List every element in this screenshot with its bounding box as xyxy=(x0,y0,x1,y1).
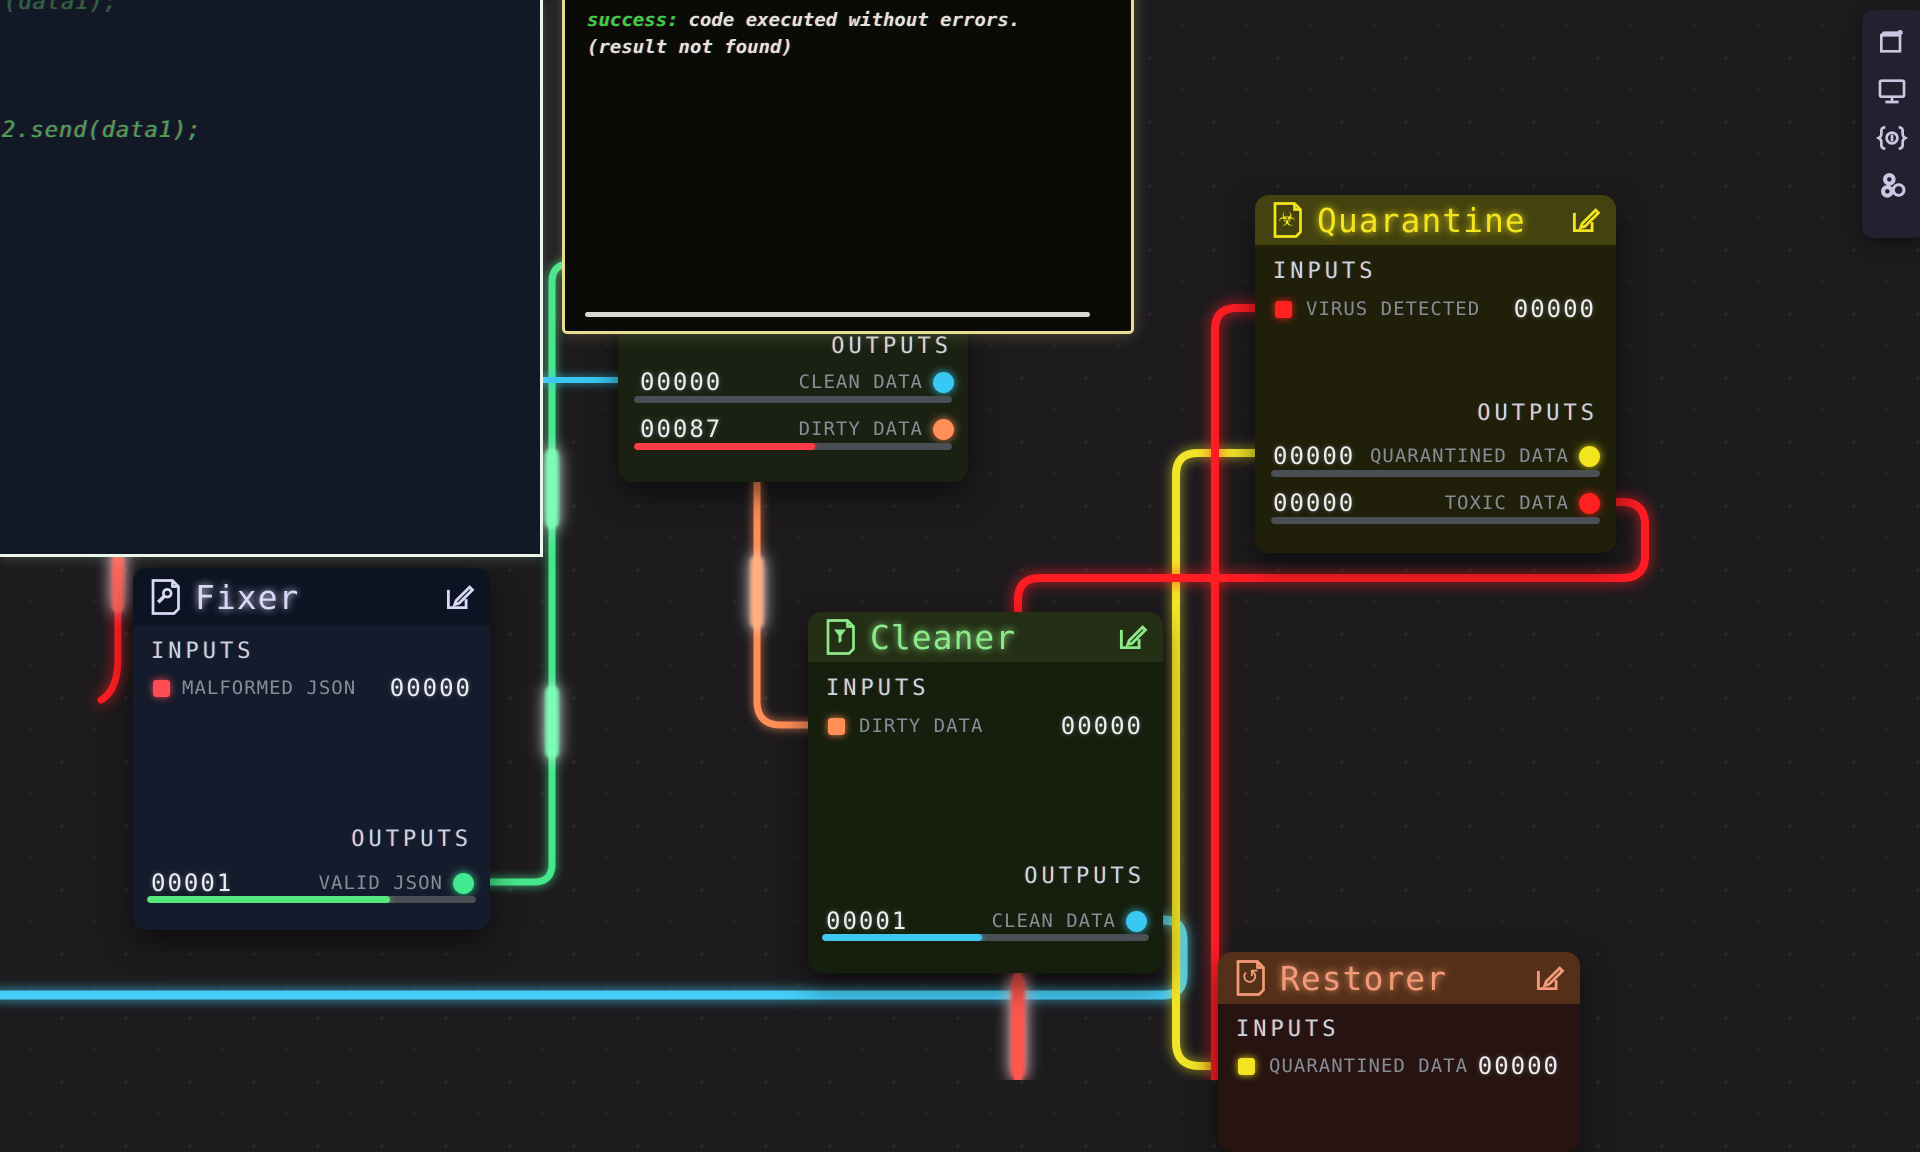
output-port-toxic-data[interactable] xyxy=(1579,492,1600,514)
progress-bar xyxy=(634,396,952,403)
console-scrollbar[interactable] xyxy=(585,312,1090,317)
console-window: success: code executed without errors. (r… xyxy=(562,0,1134,334)
outputs-section-label: OUTPUTS xyxy=(1024,864,1145,889)
code-editor-panel[interactable]: (data1); 2.send(data1); xyxy=(0,0,543,557)
outputs-section-label: OUTPUTS xyxy=(1477,401,1598,426)
node-fixer[interactable]: Fixer INPUTS MALFORMED JSON 00000 OUTPUT… xyxy=(133,568,490,930)
code-line: 2.send(data1); xyxy=(2,118,202,143)
output-port-dirty-data[interactable] xyxy=(933,418,954,440)
inputs-section-label: INPUTS xyxy=(151,639,255,664)
wire-malformed-json xyxy=(97,547,122,704)
monitor-icon[interactable] xyxy=(1876,74,1908,106)
output-value: 00000 xyxy=(1273,442,1356,470)
console-output: success: code executed without errors. (r… xyxy=(587,7,1020,61)
output-port-clean-data[interactable] xyxy=(1126,910,1147,932)
output-row-dirty-data: 00087 DIRTY DATA xyxy=(640,415,954,443)
node-title: Fixer xyxy=(195,577,300,617)
inputs-section-label: INPUTS xyxy=(1236,1017,1340,1042)
node-quarantine-header[interactable]: ☣ Quarantine xyxy=(1255,195,1616,245)
input-label: MALFORMED JSON xyxy=(182,677,357,699)
input-port-dirty-data[interactable] xyxy=(828,717,845,735)
output-value: 00001 xyxy=(151,869,234,897)
node-title: Cleaner xyxy=(870,617,1017,657)
edit-node-button[interactable] xyxy=(442,580,476,614)
input-value: 00000 xyxy=(1513,295,1596,323)
input-row-dirty-data: DIRTY DATA 00000 xyxy=(828,712,1143,740)
input-port-virus-detected[interactable] xyxy=(1275,300,1292,318)
node-title: Restorer xyxy=(1280,958,1447,998)
output-port-quarantined-data[interactable] xyxy=(1579,445,1600,467)
input-value: 00000 xyxy=(1477,1052,1560,1080)
new-window-icon[interactable] xyxy=(1876,26,1908,58)
restore-document-icon: ↺ xyxy=(1236,960,1265,996)
output-label: QUARANTINED DATA xyxy=(1369,445,1569,467)
input-value: 00000 xyxy=(389,674,472,702)
outputs-section-label: OUTPUTS xyxy=(831,334,952,359)
output-value: 00087 xyxy=(640,415,723,443)
wrench-document-icon xyxy=(151,579,180,615)
wire-toxic-data xyxy=(1014,498,1649,624)
input-label: VIRUS DETECTED xyxy=(1306,298,1481,320)
console-status: success: xyxy=(587,9,679,31)
input-label: DIRTY DATA xyxy=(859,715,984,737)
input-port-malformed-json[interactable] xyxy=(153,679,170,697)
node-title: Quarantine xyxy=(1317,200,1526,240)
outputs-section-label: OUTPUTS xyxy=(351,827,472,852)
output-label: DIRTY DATA xyxy=(798,418,923,440)
node-graph-icon[interactable] xyxy=(1876,170,1908,202)
node-restorer-header[interactable]: ↺ Restorer xyxy=(1218,952,1580,1004)
wire-virus-detected xyxy=(1211,304,1289,1080)
console-line-1: success: code executed without errors. xyxy=(587,7,1020,34)
toolbar-sidebar xyxy=(1862,10,1920,238)
input-row-quarantined-data: QUARANTINED DATA 00000 xyxy=(1238,1052,1560,1080)
output-label: CLEAN DATA xyxy=(798,371,923,393)
output-row-quarantined-data: 00000 QUARANTINED DATA xyxy=(1273,442,1600,470)
console-message: code executed without errors. xyxy=(688,9,1021,31)
edit-node-button[interactable] xyxy=(1115,620,1149,654)
node-quarantine[interactable]: ☣ Quarantine INPUTS VIRUS DETECTED 00000… xyxy=(1255,195,1616,553)
edit-node-button[interactable] xyxy=(1568,203,1602,237)
node-fixer-header[interactable]: Fixer xyxy=(133,568,490,626)
input-value: 00000 xyxy=(1060,712,1143,740)
edit-node-button[interactable] xyxy=(1532,961,1566,995)
output-label: TOXIC DATA xyxy=(1444,492,1569,514)
output-row-toxic-data: 00000 TOXIC DATA xyxy=(1273,489,1600,517)
progress-bar xyxy=(634,443,952,450)
output-value: 00000 xyxy=(1273,489,1356,517)
wire-layer xyxy=(0,260,1649,1080)
output-row-clean-data: 00000 CLEAN DATA xyxy=(640,368,954,396)
wire-dirty-data xyxy=(753,462,824,729)
biohazard-document-icon: ☣ xyxy=(1273,202,1302,238)
svg-text:↺: ↺ xyxy=(1241,965,1259,989)
inputs-section-label: INPUTS xyxy=(1273,259,1377,284)
node-cleaner[interactable]: Cleaner INPUTS DIRTY DATA 00000 OUTPUTS … xyxy=(808,612,1163,973)
wire-clean-data-main xyxy=(0,915,1188,1000)
node-restorer[interactable]: ↺ Restorer INPUTS QUARANTINED DATA 00000 xyxy=(1218,952,1580,1152)
input-port-quarantined-data[interactable] xyxy=(1238,1057,1255,1075)
progress-bar xyxy=(822,934,1149,941)
progress-bar xyxy=(1271,470,1600,477)
code-braces-icon[interactable] xyxy=(1876,122,1908,154)
node-cleaner-header[interactable]: Cleaner xyxy=(808,612,1163,662)
input-label: QUARANTINED DATA xyxy=(1269,1055,1469,1077)
console-line-2: (result not found) xyxy=(587,36,793,58)
output-value: 00000 xyxy=(640,368,723,396)
inputs-section-label: INPUTS xyxy=(826,676,930,701)
progress-bar xyxy=(1271,517,1600,524)
progress-bar xyxy=(147,896,476,903)
input-row-malformed-json: MALFORMED JSON 00000 xyxy=(153,674,472,702)
output-label: VALID JSON xyxy=(318,872,443,894)
funnel-document-icon xyxy=(826,619,855,655)
output-port-clean-data[interactable] xyxy=(933,371,954,393)
output-row-valid-json: 00001 VALID JSON xyxy=(151,869,474,897)
output-label: CLEAN DATA xyxy=(991,910,1116,932)
output-value: 00001 xyxy=(826,907,909,935)
input-row-virus-detected: VIRUS DETECTED 00000 xyxy=(1275,295,1596,323)
code-line-clipped: (data1); xyxy=(4,0,118,15)
output-row-clean-data: 00001 CLEAN DATA xyxy=(826,907,1147,935)
wire-quarantined-data xyxy=(1172,449,1266,1070)
svg-text:☣: ☣ xyxy=(1278,207,1295,230)
output-port-valid-json[interactable] xyxy=(453,872,474,894)
